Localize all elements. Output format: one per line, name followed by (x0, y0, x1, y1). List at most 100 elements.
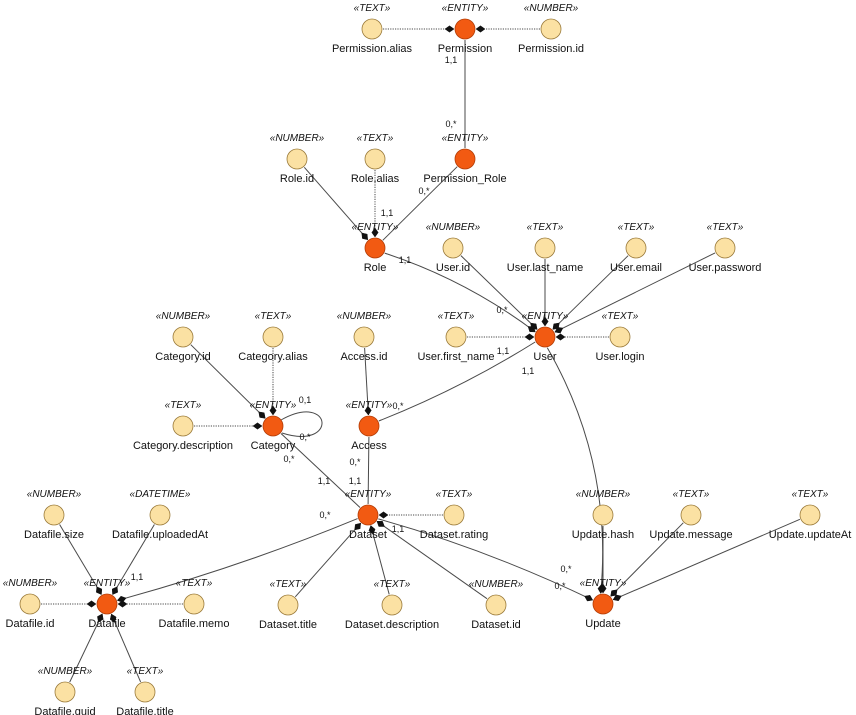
cardinality-layer: 1,10,*0,*1,11,10,*1,10,*0,10,*0,*1,10,*1… (131, 55, 572, 591)
cardinality-category-self-from: 0,1 (299, 395, 312, 405)
entity-dataset[interactable]: «ENTITY»Dataset (345, 489, 392, 541)
stereotype-label: «NUMBER» (270, 133, 325, 144)
attribute-user_login[interactable]: «TEXT» User.login (596, 311, 645, 363)
entity-role[interactable]: «ENTITY»Role (352, 222, 399, 274)
stereotype-label: «NUMBER» (337, 311, 392, 322)
diamond-dataset_id-dataset (376, 521, 385, 527)
stereotype-label: «TEXT» (618, 222, 655, 233)
edge-dataset-datafile (117, 518, 358, 601)
node-label: Datafile.title (116, 706, 173, 715)
cardinality-user-update-from: 1,1 (522, 366, 535, 376)
entity-category[interactable]: «ENTITY»Category (250, 400, 297, 452)
attribute-update_hash[interactable]: «NUMBER»Update.hash (572, 489, 634, 541)
cardinality-permission_role-role-from: 0,* (418, 186, 430, 196)
entity-user[interactable]: «ENTITY»User (522, 311, 569, 363)
diamond-dataset-update (584, 595, 594, 602)
attribute-node-icon (149, 504, 171, 526)
attribute-category_alias[interactable]: «TEXT»Category.alias (238, 311, 308, 363)
attribute-datafile_uploaded_at[interactable]: «DATETIME»Datafile.uploadedAt (112, 489, 208, 541)
node-label: User.login (596, 351, 645, 363)
stereotype-label: «ENTITY» (352, 222, 399, 233)
diamond-permission_id-permission (475, 25, 486, 33)
edge-datafile_size-datafile (59, 524, 102, 595)
stereotype-label: «NUMBER» (524, 3, 579, 14)
attribute-node-icon (43, 504, 65, 526)
attribute-user_first_name[interactable]: «TEXT»User.first_name (417, 311, 494, 363)
entity-node-icon (534, 326, 556, 348)
diamond-datafile_title-datafile (109, 613, 117, 623)
entity-update[interactable]: «ENTITY»Update (580, 578, 627, 630)
attribute-role_alias[interactable]: «TEXT»Role.alias (351, 133, 400, 185)
attribute-datafile_size[interactable]: «NUMBER»Datafile.size (24, 489, 84, 541)
diamond-user_login-user (555, 333, 566, 341)
entity-permission_role[interactable]: «ENTITY»Permission_Role (423, 133, 506, 185)
node-label: Update.updateAt (769, 529, 852, 541)
cardinality-category-dataset-from: 0,* (283, 454, 295, 464)
attribute-role_id[interactable]: «NUMBER»Role.id (270, 133, 325, 185)
attribute-node-icon (54, 681, 76, 703)
attribute-category_description[interactable]: «TEXT»Category.description (133, 400, 233, 452)
attribute-access_id[interactable]: «NUMBER»Access.id (337, 311, 392, 363)
edge-dataset_title-dataset (294, 522, 362, 598)
edges-layer (41, 25, 801, 683)
entity-permission[interactable]: «ENTITY»Permission (438, 3, 492, 55)
node-label: Dataset (349, 529, 387, 541)
attribute-node-icon (534, 237, 556, 259)
node-label: User.last_name (507, 262, 583, 274)
cardinality-category-self-to: 0,* (299, 432, 311, 442)
cardinality-permission_role-role-to: 1,1 (381, 208, 394, 218)
entity-access[interactable]: «ENTITY»Access (346, 400, 393, 452)
attribute-user_id[interactable]: «NUMBER»User.id (426, 222, 481, 274)
cardinality-dataset-update-from: 1,1 (392, 524, 405, 534)
attribute-user_email[interactable]: «TEXT»User.email (610, 222, 662, 274)
attribute-node-icon (445, 326, 467, 348)
edge-user-access (378, 341, 536, 422)
attribute-node-icon (443, 504, 465, 526)
attribute-datafile_title[interactable]: «TEXT»Datafile.title (116, 666, 173, 715)
stereotype-label: «ENTITY» (250, 400, 297, 411)
attribute-user_last_name[interactable]: «TEXT»User.last_name (507, 222, 583, 274)
diamond-category_id-category (258, 411, 266, 419)
diamond-datafile_id-datafile (86, 600, 97, 608)
entity-node-icon (358, 415, 380, 437)
attribute-permission_id[interactable]: «NUMBER»Permission.id (518, 3, 584, 55)
attribute-dataset_rating[interactable]: «TEXT»Dataset.rating (420, 489, 488, 541)
cardinality-dataset-datafile-from: 0,* (319, 510, 331, 520)
cardinality-role-user-from: 1,1 (399, 255, 412, 265)
entity-node-icon (96, 593, 118, 615)
entity-datafile[interactable]: «ENTITY»Datafile (84, 578, 131, 630)
entity-node-icon (364, 237, 386, 259)
attribute-update_message[interactable]: «TEXT»Update.message (649, 489, 732, 541)
stereotype-label: «TEXT» (270, 579, 307, 590)
edge-user_email-user (552, 255, 629, 330)
diamond-user_first_name-user (524, 333, 535, 341)
stereotype-label: «TEXT» (602, 311, 639, 322)
cardinality-role-user-to: 0,* (496, 305, 508, 315)
diamond-datafile_size-datafile (96, 586, 103, 595)
edge-user-update (546, 347, 604, 594)
attribute-node-icon (680, 504, 702, 526)
stereotype-label: «TEXT» (165, 400, 202, 411)
diamond-dataset_title-dataset (354, 522, 361, 531)
attribute-category_id[interactable]: «NUMBER»Category.id (155, 311, 210, 363)
node-label: Update.hash (572, 529, 634, 541)
attribute-user_password[interactable]: «TEXT»User.password (689, 222, 762, 274)
attribute-dataset_description[interactable]: «TEXT»Dataset.description (345, 579, 439, 631)
attribute-dataset_title[interactable]: «TEXT»Dataset.title (259, 579, 317, 631)
attribute-update_update_at[interactable]: «TEXT»Update.updateAt (769, 489, 852, 541)
attribute-datafile_id[interactable]: «NUMBER»Datafile.id (3, 578, 58, 630)
stereotype-label: «TEXT» (176, 578, 213, 589)
attribute-node-icon (172, 415, 194, 437)
attribute-datafile_guid[interactable]: «NUMBER»Datafile.guid (34, 666, 95, 715)
attribute-dataset_id[interactable]: «NUMBER»Dataset.id (469, 579, 524, 631)
attribute-permission_alias[interactable]: «TEXT»Permission.alias (332, 3, 413, 55)
stereotype-label: «NUMBER» (3, 578, 58, 589)
node-label: Permission (438, 43, 492, 55)
attribute-node-icon (364, 148, 386, 170)
attribute-datafile_memo[interactable]: «TEXT»Datafile.memo (159, 578, 230, 630)
diamond-role_alias-role (371, 227, 379, 238)
node-label: User.password (689, 262, 762, 274)
edge-dataset_description-dataset (370, 525, 390, 595)
stereotype-label: «TEXT» (354, 3, 391, 14)
stereotype-label: «NUMBER» (38, 666, 93, 677)
